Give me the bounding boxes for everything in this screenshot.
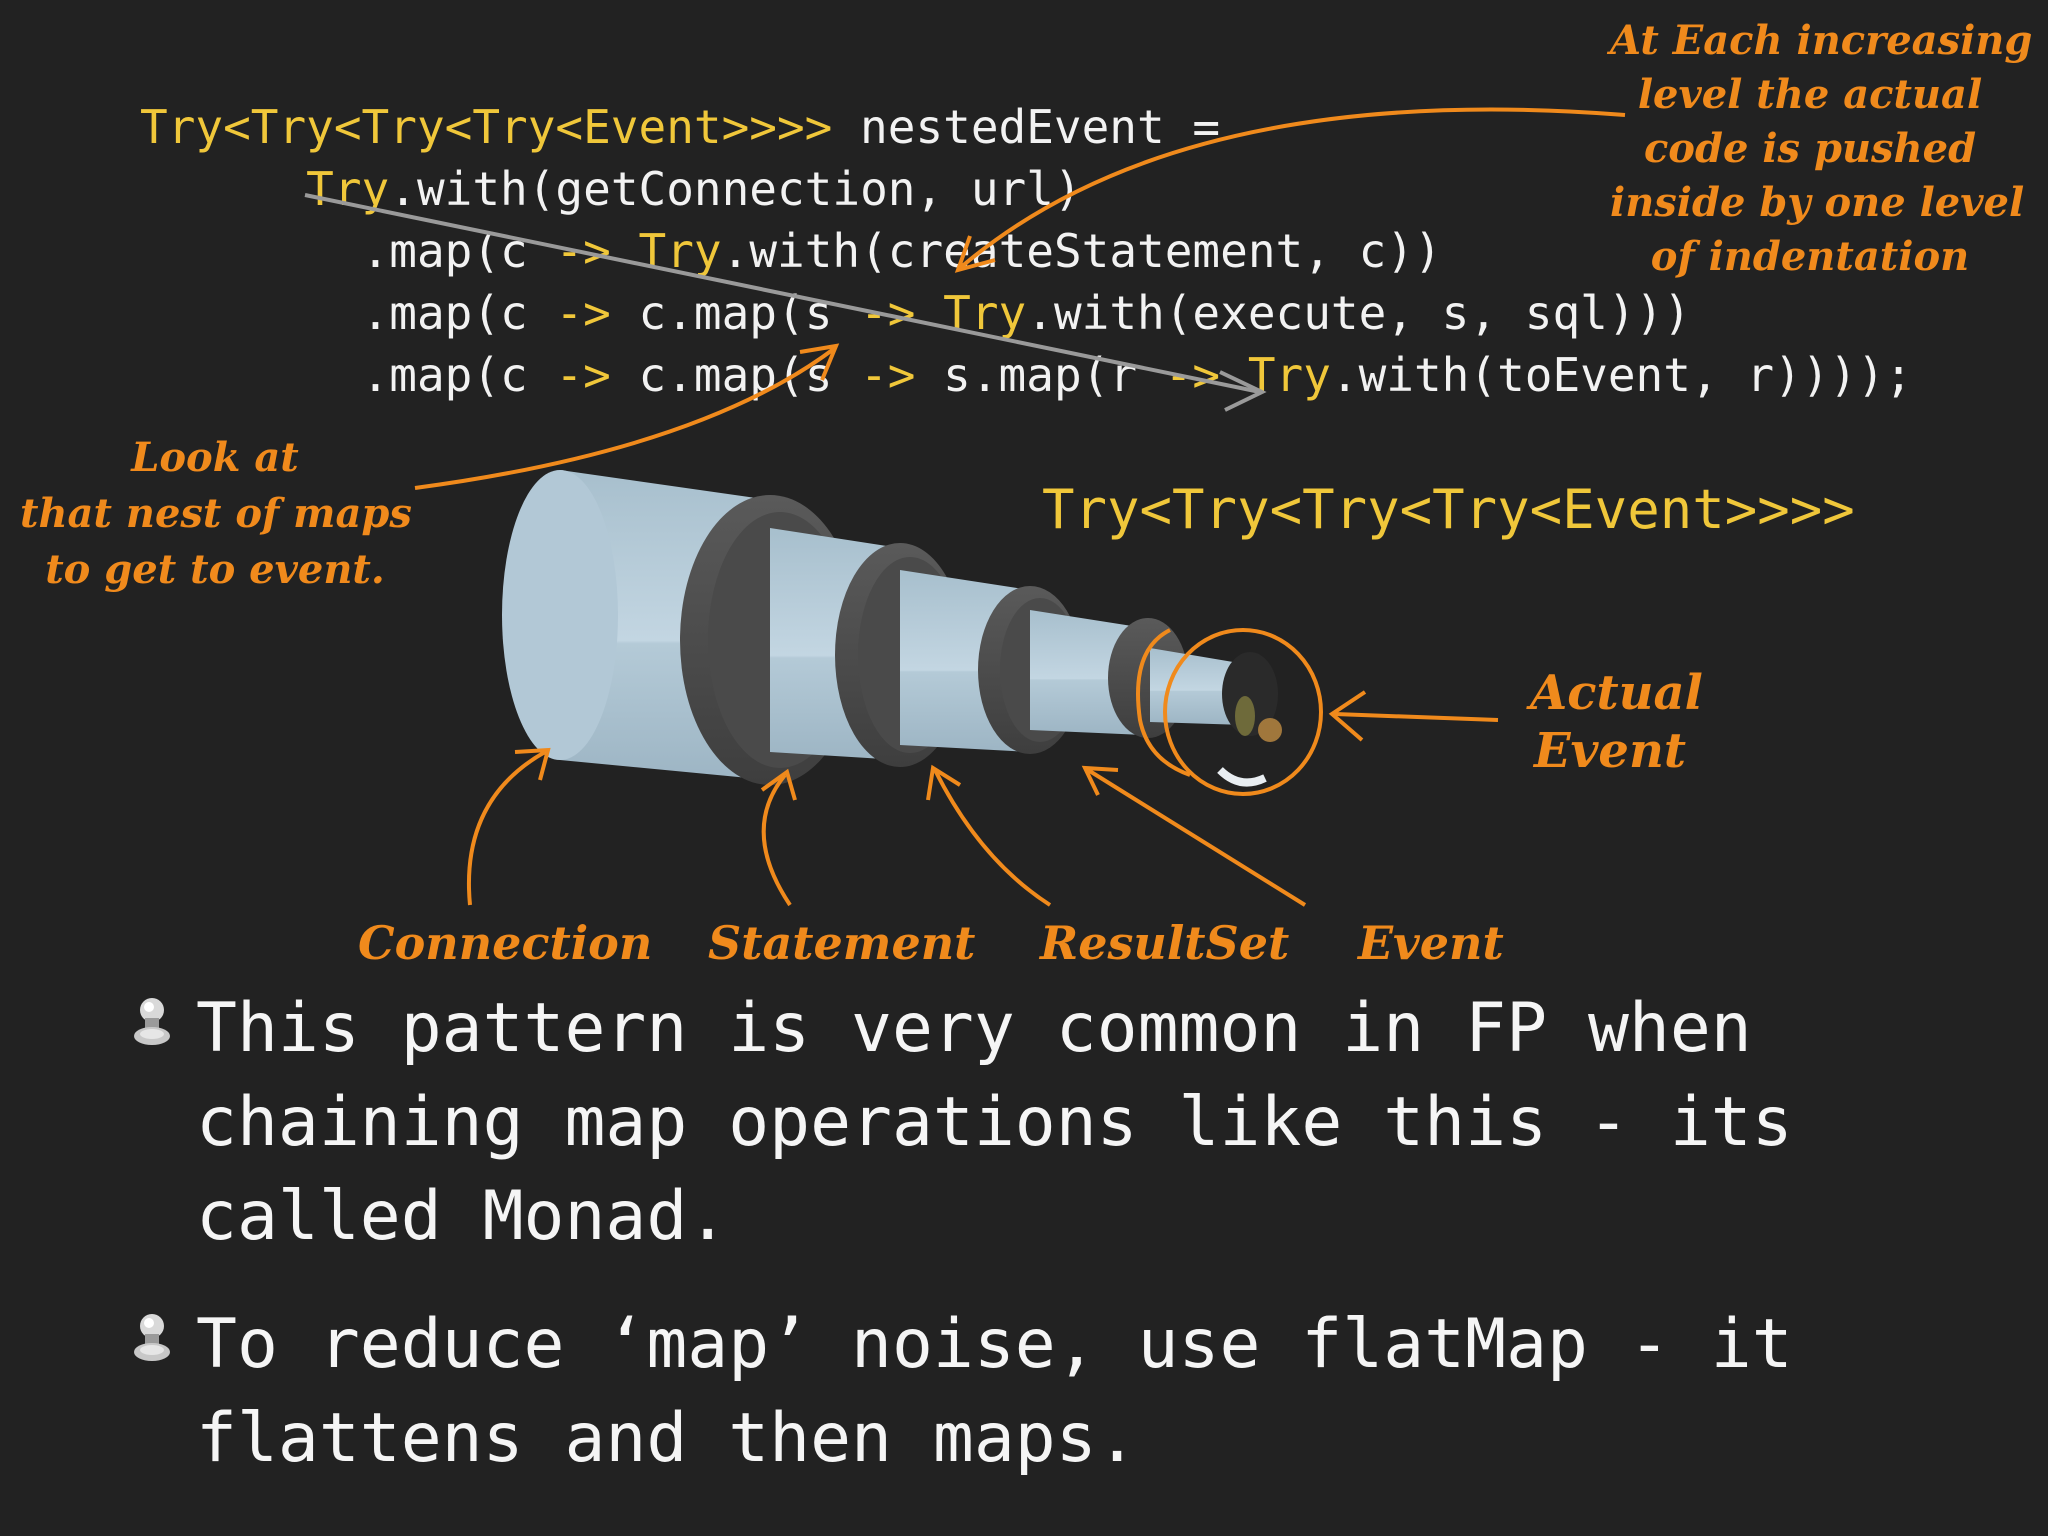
grey-strike-arrow — [304, 193, 1267, 412]
code-text: nestedEvent = — [832, 100, 1221, 154]
statement-arrow — [760, 768, 797, 907]
nested-type-label: Try<Try<Try<Try<Event>>>> — [1042, 478, 1855, 541]
label-connection: Connection — [358, 916, 653, 970]
note-line: level the actual — [1637, 71, 1983, 118]
code-text: .map(c — [361, 224, 556, 278]
code-arrow: -> — [860, 348, 916, 402]
code-arrow: -> — [555, 286, 611, 340]
code-arrow: -> — [555, 348, 611, 402]
actual-event-circle — [1136, 628, 1323, 796]
event-arrow — [1081, 765, 1307, 907]
note-line: to get to event. — [45, 546, 385, 593]
code-text: s.map(r — [915, 348, 1165, 402]
code-text: .with(execute, s, sql))) — [1026, 286, 1691, 340]
code-line-4: .map(c -> c.map(s -> Try.with(execute, s… — [140, 282, 1913, 344]
actual-event-arrow — [1328, 690, 1499, 742]
note-line: At Each increasing — [1610, 17, 2033, 64]
push-pin-icon — [134, 1314, 170, 1361]
push-pin-icon — [134, 998, 170, 1045]
code-text: c.map(s — [610, 348, 861, 402]
note-line: Event — [1533, 723, 1687, 779]
nest-of-maps-note: Look at that nest of maps to get to even… — [20, 430, 412, 598]
note-line: Look at — [131, 434, 299, 481]
left-note-arrow — [414, 343, 840, 490]
code-line-2: Try.with(getConnection, url) — [140, 158, 1913, 220]
code-block: Try<Try<Try<Try<Event>>>> nestedEvent = … — [140, 96, 1913, 406]
bullet-text: This pattern is very common in FP when c… — [196, 989, 1793, 1256]
label-statement: Statement — [708, 916, 976, 970]
code-text: c.map(s — [610, 286, 861, 340]
resultset-arrow — [926, 764, 1052, 907]
note-line: inside by one level — [1610, 179, 2025, 226]
indentation-note: At Each increasing level the actual code… — [1610, 14, 2033, 284]
bullet-item: To reduce ‘map’ noise, use flatMap - it … — [128, 1298, 1988, 1486]
note-line: of indentation — [1650, 233, 1970, 280]
label-event: Event — [1358, 916, 1504, 970]
telescope-segment-actual-event — [1150, 648, 1282, 787]
bullet-text: To reduce ‘map’ noise, use flatMap - it … — [196, 1305, 1793, 1478]
code-text: .map(c — [361, 286, 556, 340]
bullet-item: This pattern is very common in FP when c… — [128, 982, 1988, 1264]
note-line: that nest of maps — [20, 490, 412, 537]
code-text: .map(c — [361, 348, 556, 402]
code-line-3: .map(c -> Try.with(createStatement, c)) — [140, 220, 1913, 282]
connection-arrow — [467, 747, 551, 906]
code-line-1: Try<Try<Try<Try<Event>>>> nestedEvent = — [140, 96, 1913, 158]
label-resultset: ResultSet — [1040, 916, 1290, 970]
code-line-5: .map(c -> c.map(s -> s.map(r -> Try.with… — [140, 344, 1913, 406]
note-line: Actual — [1530, 665, 1703, 721]
code-text: .with(getConnection, url) — [389, 162, 1082, 216]
code-keyword: Try — [638, 224, 722, 278]
top-note-arrow — [954, 107, 1626, 273]
code-text: .with(createStatement, c)) — [721, 224, 1442, 278]
code-type: Try<Try<Try<Try<Event>>>> — [140, 100, 833, 154]
note-line: code is pushed — [1643, 125, 1977, 172]
actual-event-note: Actual Event — [1530, 664, 1703, 780]
code-text: .with(toEvent, r)))); — [1330, 348, 1913, 402]
bullet-list: This pattern is very common in FP when c… — [128, 982, 1988, 1520]
code-keyword: Try — [306, 162, 390, 216]
